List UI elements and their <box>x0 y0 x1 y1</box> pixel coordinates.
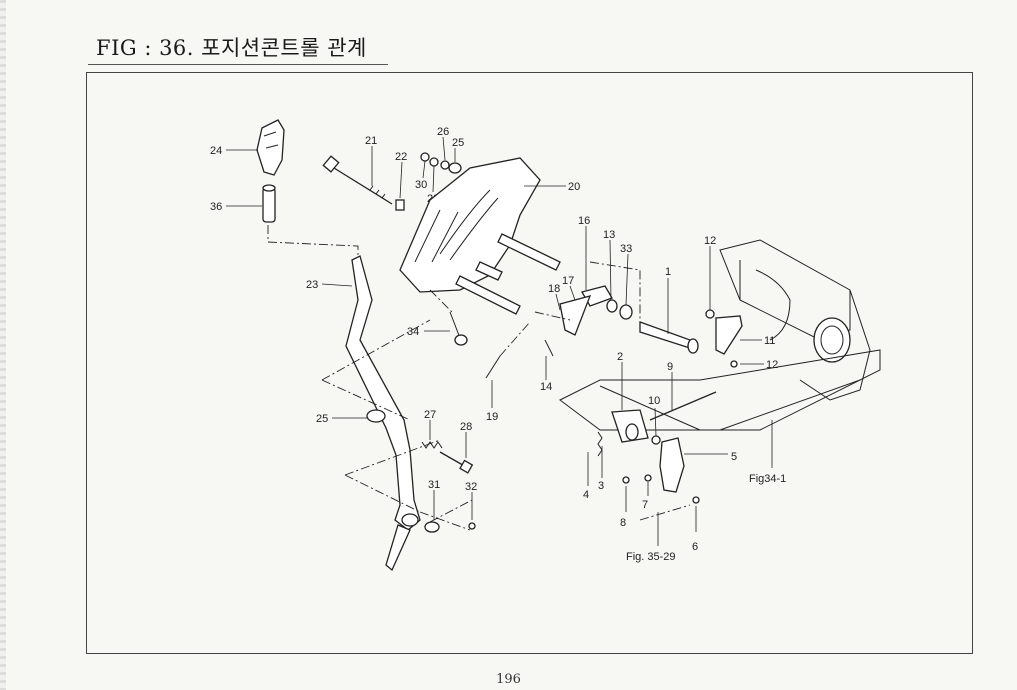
callout-11: 11 <box>764 335 775 347</box>
part-12-screw-upper <box>705 309 715 319</box>
part-13-washer <box>606 299 618 313</box>
part-1-shaft <box>639 321 699 354</box>
callout-32: 32 <box>465 481 477 493</box>
callout-20: 20 <box>568 181 580 193</box>
callout-8: 8 <box>620 517 626 529</box>
part-20-plate <box>399 157 541 293</box>
part-25-washer-upper <box>448 162 462 174</box>
title-underline <box>88 64 388 65</box>
part-10-screw <box>651 435 661 445</box>
callout-17: 17 <box>562 275 574 287</box>
callout-22: 22 <box>395 151 407 163</box>
callout-18: 18 <box>548 283 560 295</box>
leader-26 <box>442 136 446 161</box>
callout-31: 31 <box>428 479 440 491</box>
callout-16: 16 <box>578 215 590 227</box>
callout-3: 3 <box>598 480 604 492</box>
leader-17 <box>569 285 576 301</box>
part-lever-boss <box>401 513 419 527</box>
part-plate-studs <box>455 233 561 315</box>
part-33-collar <box>619 304 633 320</box>
callout-6: 6 <box>692 541 698 553</box>
callout-19: 19 <box>486 411 498 423</box>
part-21-bolt <box>322 155 393 205</box>
callout-27: 27 <box>424 409 436 421</box>
part-27-spring <box>421 441 443 449</box>
callout-10: 10 <box>648 395 660 407</box>
callout-2: 2 <box>617 351 623 363</box>
assembly-line-19 <box>499 321 531 357</box>
assembly-line-36 <box>267 225 359 258</box>
part-12-screw-lower <box>730 360 738 368</box>
part-9-rod <box>649 391 717 421</box>
callout-25a: 25 <box>452 137 464 149</box>
part-16-bracket <box>559 285 613 336</box>
leader-29 <box>432 165 435 193</box>
page-number: 196 <box>496 672 521 687</box>
callout-36: 36 <box>210 201 222 213</box>
assembly-line-34 <box>429 289 453 313</box>
callout-1: 1 <box>665 266 671 278</box>
callout-21: 21 <box>365 135 377 147</box>
part-24-knob <box>256 119 285 176</box>
callout-13: 13 <box>603 229 615 241</box>
part-14-screw <box>544 339 554 357</box>
part-5-link <box>659 437 685 493</box>
part-3-spring <box>597 431 603 457</box>
callout-30: 30 <box>415 179 427 191</box>
callout-23: 23 <box>306 279 318 291</box>
part-26-nut <box>440 160 450 170</box>
part-36-sleeve <box>262 184 276 223</box>
callout-5: 5 <box>731 451 737 463</box>
part-30-screw <box>420 152 430 162</box>
scan-edge <box>0 0 6 690</box>
callout-34: 34 <box>407 326 419 338</box>
leader-13 <box>609 239 612 301</box>
leader-22 <box>399 161 403 199</box>
leader-18 <box>555 293 561 311</box>
part-25-washer <box>366 409 386 423</box>
assembly-line-33 <box>589 261 641 330</box>
leader-10 <box>654 407 657 437</box>
part-32-pin <box>468 522 476 530</box>
part-34-screw <box>449 311 468 346</box>
leader-33 <box>625 253 629 306</box>
assembly-line-upper <box>321 319 431 421</box>
page-title: FIG : 36. 포지션콘트롤 관계 <box>96 36 367 60</box>
callout-7: 7 <box>642 499 648 511</box>
callout-9: 9 <box>667 361 673 373</box>
callout-12a: 12 <box>704 235 716 247</box>
part-31-washer <box>424 521 440 533</box>
leader-30 <box>422 160 426 179</box>
callout-28: 28 <box>460 421 472 433</box>
callout-24: 24 <box>210 145 222 157</box>
fig34-reference: Fig34-1 <box>749 473 786 485</box>
leader-23 <box>321 283 353 287</box>
callout-4: 4 <box>583 489 589 501</box>
callout-33: 33 <box>620 243 632 255</box>
part-22-nut <box>395 199 405 211</box>
part-2-bracket <box>611 409 649 443</box>
assembly-line-fig35 <box>639 504 691 521</box>
part-28-bolt <box>439 451 474 474</box>
part-19-screw <box>485 355 501 379</box>
part-11-cam <box>715 315 743 355</box>
part-29-washer <box>429 157 439 167</box>
part-7-washer <box>644 474 652 482</box>
diagram-frame <box>86 72 973 654</box>
part-6-pin <box>692 496 700 504</box>
callout-26: 26 <box>437 126 449 138</box>
callout-25b: 25 <box>316 413 328 425</box>
part-8-screw <box>622 476 630 484</box>
assembly-line-18 <box>534 311 571 321</box>
fig35-reference: Fig. 35-29 <box>626 551 676 563</box>
callout-14: 14 <box>540 381 552 393</box>
assembly-line-lower <box>344 439 473 531</box>
